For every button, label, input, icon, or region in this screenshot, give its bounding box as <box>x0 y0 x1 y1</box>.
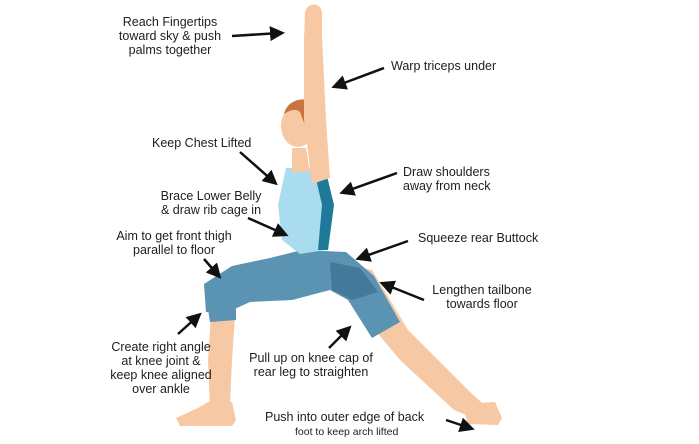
annotation-shoulders: Draw shoulders away from neck <box>403 165 491 193</box>
front-shin <box>208 300 236 408</box>
arrow-shoulders <box>339 171 398 196</box>
arrow-thigh <box>203 258 222 279</box>
neck <box>292 148 310 172</box>
arrow-kneecap <box>328 325 352 349</box>
annotation-fingertips: Reach Fingertips toward sky & push palms… <box>118 15 222 57</box>
arrow-belly <box>247 216 289 237</box>
annotation-thigh: Aim to get front thigh parallel to floor <box>116 229 232 257</box>
arrow-chest <box>239 151 278 186</box>
front-foot <box>176 402 236 426</box>
arrow-triceps <box>331 66 385 90</box>
annotation-chest: Keep Chest Lifted <box>152 136 252 150</box>
annotation-foot-line2: foot to keep arch lifted <box>295 426 399 438</box>
tank-top-trim <box>314 170 334 250</box>
arrow-knee <box>177 312 202 335</box>
raised-arms <box>304 36 330 184</box>
annotation-buttock: Squeeze rear Buttock <box>418 231 539 245</box>
annotation-knee: Create right angle at knee joint & keep … <box>110 340 212 396</box>
annotation-triceps: Warp triceps under <box>391 59 497 73</box>
annotation-belly: Brace Lower Belly & draw rib cage in <box>160 189 262 217</box>
pants-shade <box>330 262 378 300</box>
annotation-foot-line1: Push into outer edge of back <box>265 410 425 424</box>
arrow-buttock <box>355 239 409 262</box>
annotation-tailbone: Lengthen tailbone towards floor <box>432 283 532 311</box>
arrow-fingertips <box>231 26 285 42</box>
arrow-tailbone <box>379 280 425 302</box>
annotation-kneecap: Pull up on knee cap of rear leg to strai… <box>249 351 373 379</box>
hands <box>304 4 322 40</box>
arrow-foot <box>445 417 475 432</box>
front-calf-pants <box>204 282 236 322</box>
